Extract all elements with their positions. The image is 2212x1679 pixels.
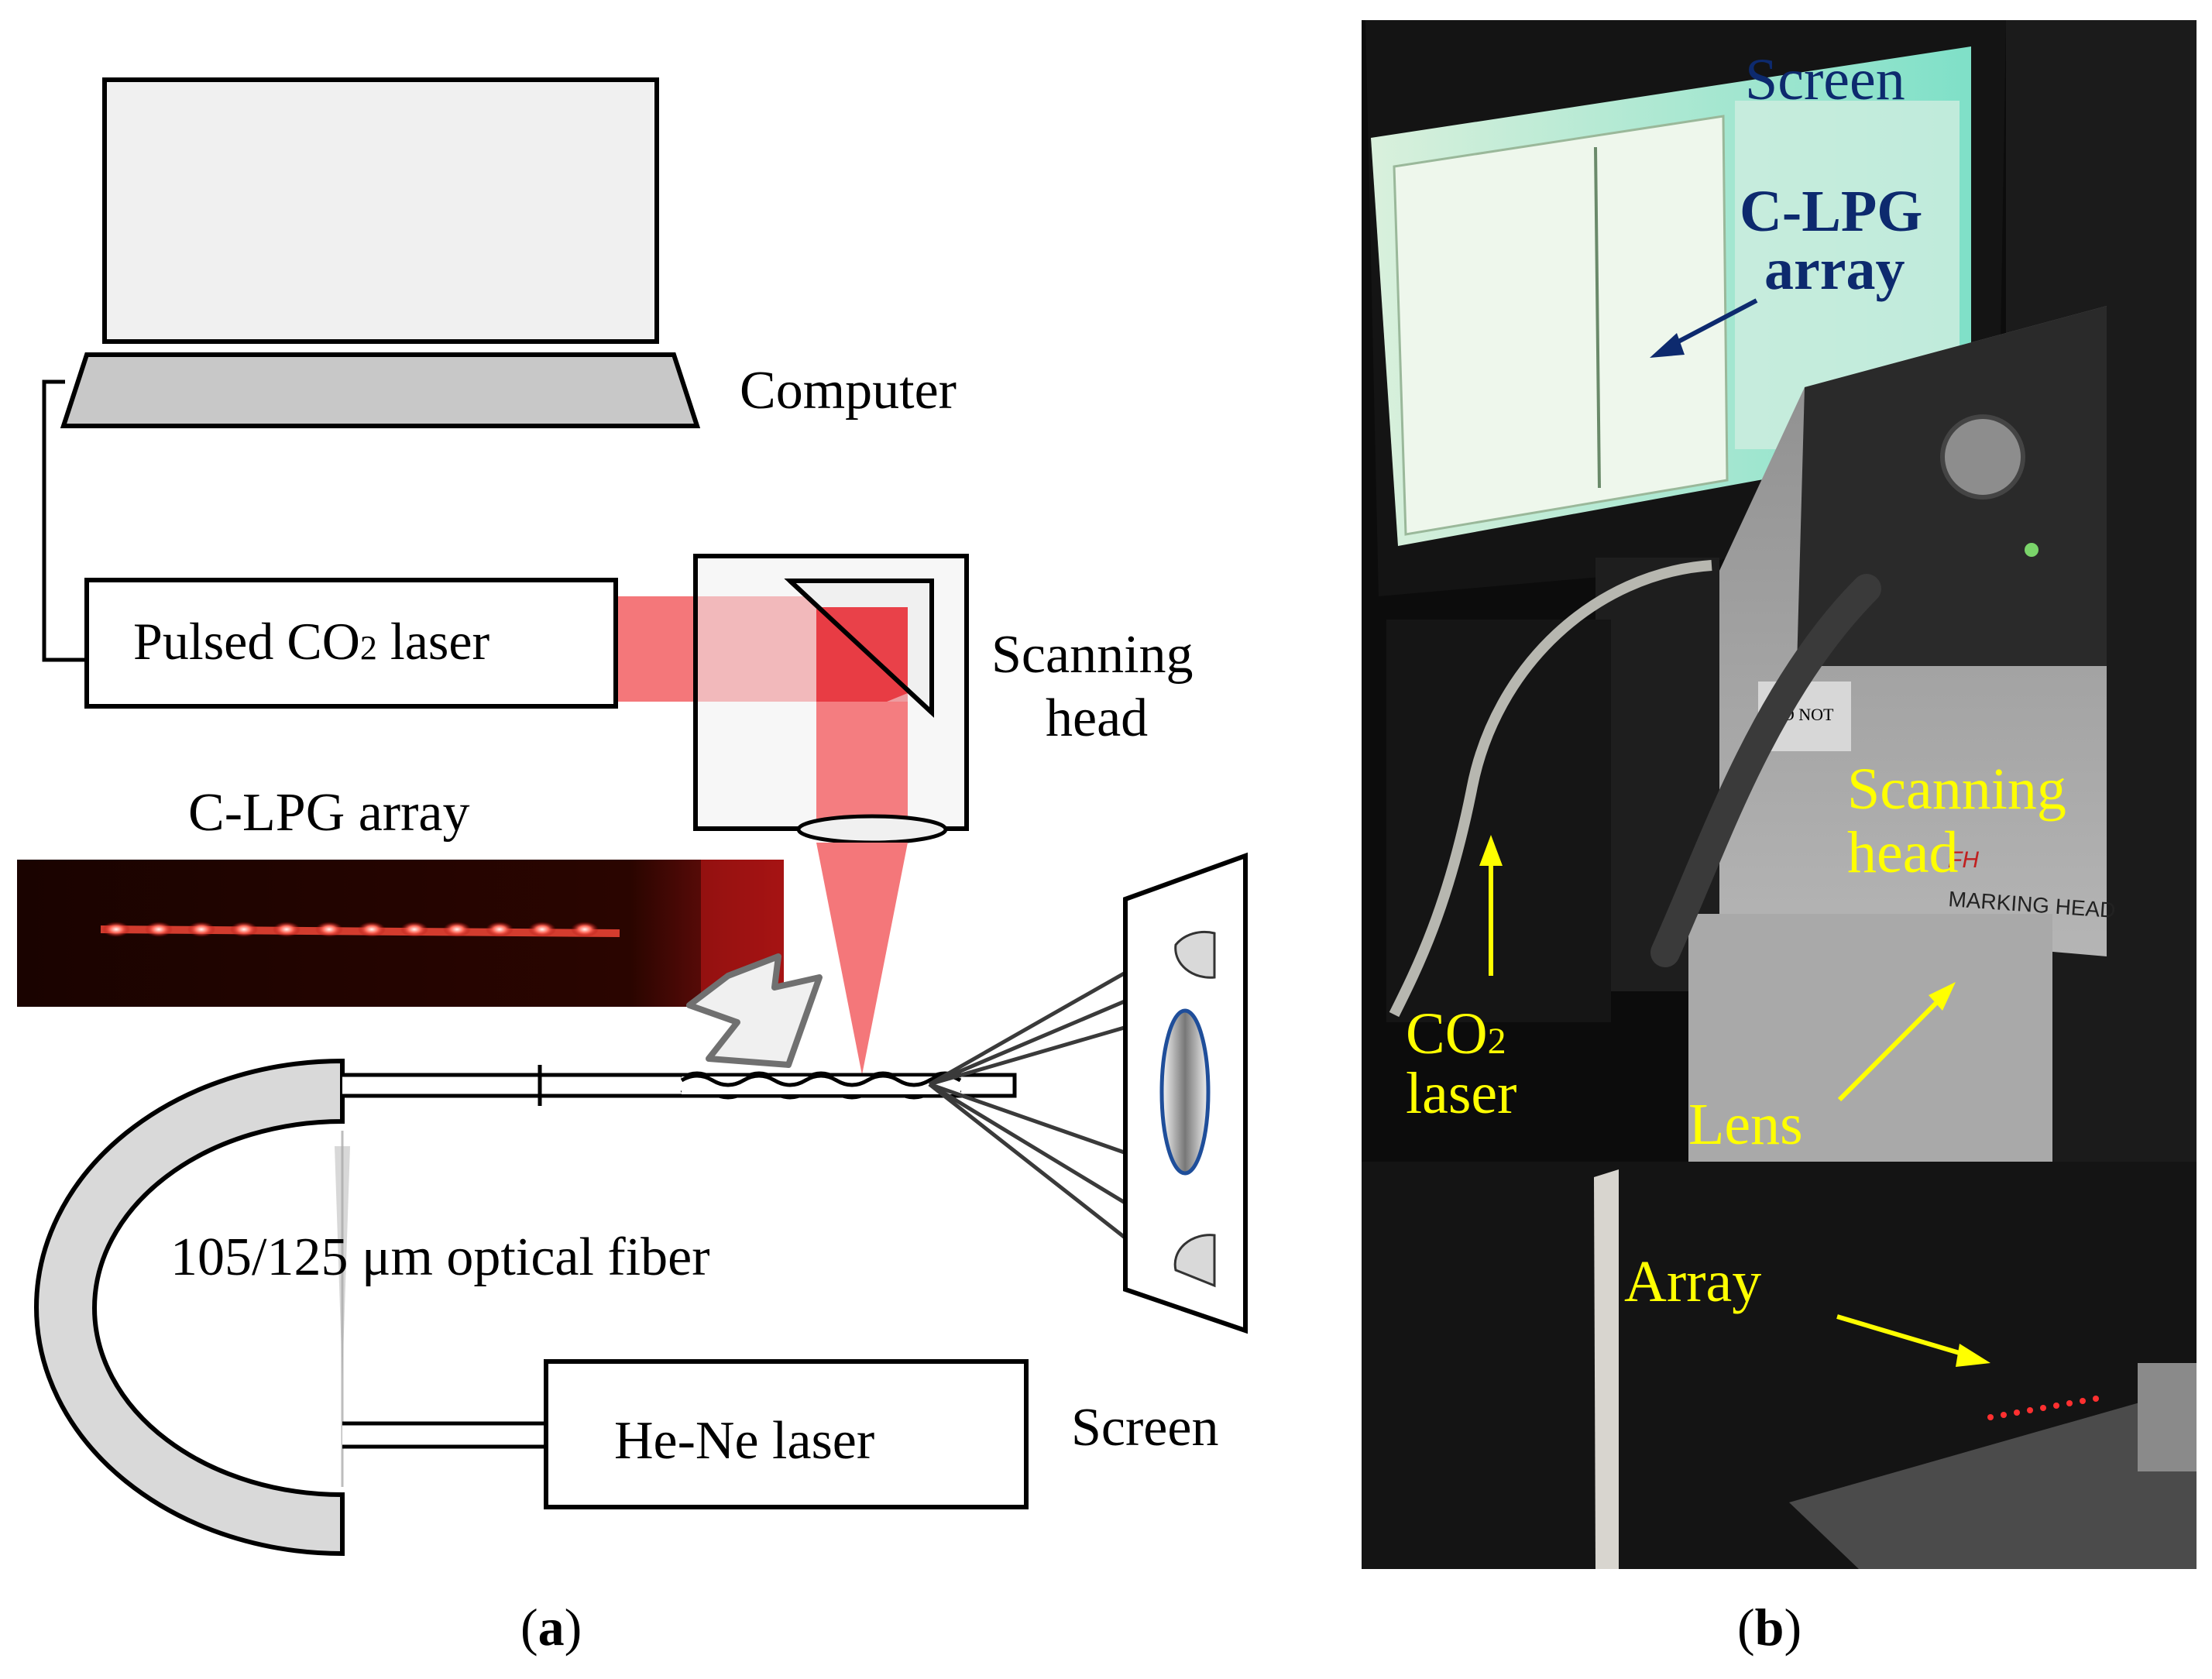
fiber-coating-bend [34, 1058, 345, 1557]
caption-b: (b) [1737, 1598, 1802, 1657]
device-metal-lower [1688, 914, 2052, 1169]
co2-laser-label: Pulsed CO2 laser [133, 612, 490, 671]
fiber-bottom-straight [342, 1421, 548, 1449]
array-mount [2138, 1363, 2197, 1471]
photo-array-arrow [1836, 1314, 1968, 1358]
mirror-line [788, 579, 934, 715]
array-spot [2014, 1409, 2020, 1416]
panel-b: DO NOT FH MARKING HEAD Screen C-LPG arra… [1362, 20, 2197, 1657]
fiber-gap-cover [682, 1076, 960, 1094]
focusing-lens [796, 814, 948, 845]
grating-spot [145, 922, 173, 937]
photo-co2-label-line1: CO2 [1406, 1001, 1506, 1066]
laptop-base [60, 352, 701, 428]
photo-clpg-label-line2: array [1764, 237, 1905, 302]
photo-co2-arrowhead [1479, 835, 1503, 866]
optical-fiber [34, 1058, 1017, 1557]
photo-array-label: Array [1624, 1249, 1761, 1314]
array-glow-spots [1987, 1396, 2099, 1420]
photo-clpg-arrowhead [1650, 333, 1685, 358]
laptop-screen [102, 77, 659, 344]
focused-beam-cone [816, 843, 908, 1075]
grating-spot [486, 922, 514, 937]
grating-spot [571, 922, 599, 937]
array-spot [2053, 1403, 2059, 1409]
photo-clpg-arrow [1664, 298, 1758, 351]
screen-spot-top [1174, 930, 1216, 979]
clpg-array-label: C-LPG array [188, 783, 470, 843]
panel-a: Computer Pulsed CO2 laser Scanning head … [17, 77, 1248, 1657]
scanning-head-label-line2: head [1046, 688, 1148, 748]
array-spot [2080, 1398, 2086, 1404]
fiber-grating-wave [680, 1073, 962, 1087]
device-connector [1940, 414, 2025, 500]
grating-spot [187, 922, 215, 937]
photo-screen-label: Screen [1745, 47, 1905, 112]
grating-spot [230, 922, 258, 937]
monitor-plot-trace [1594, 146, 1601, 489]
computer-icon [60, 77, 701, 428]
grating-glow-spots [102, 922, 599, 937]
photo-scanning-label-line2: head [1847, 820, 1958, 885]
usb-cable [1389, 560, 1712, 1018]
array-stage [1789, 1386, 2197, 1569]
hene-laser-label: He-Ne laser [614, 1411, 874, 1471]
photo-array-arrowhead [1956, 1344, 1990, 1367]
array-spot [2027, 1407, 2033, 1413]
co2-beam-inside-head [816, 702, 908, 829]
fiber-label: 105/125 μm optical fiber [170, 1227, 710, 1287]
array-pointer-arrow [686, 953, 823, 1068]
monitor-plot-pane [1393, 115, 1729, 536]
dark-cable [1650, 574, 1881, 967]
grating-spot [315, 922, 343, 937]
grating-spot [443, 922, 471, 937]
array-spot [2040, 1405, 2046, 1411]
control-cable [42, 379, 87, 662]
hene-laser-box [544, 1359, 1029, 1509]
array-spot [1987, 1414, 1994, 1420]
array-spot [2001, 1412, 2007, 1418]
grating-spot [528, 922, 556, 937]
clpg-array-photo [17, 860, 784, 1007]
screen-spot-bottom [1173, 1234, 1216, 1288]
co2-laser-box [84, 578, 618, 709]
grating-spot [102, 922, 130, 937]
grating-spot [358, 922, 386, 937]
fiber-shade [335, 1146, 350, 1379]
photo-lens-arrow [1837, 997, 1942, 1102]
stand-bracket [1594, 1169, 1619, 1569]
computer-label: Computer [740, 361, 957, 421]
photo-lens-label: Lens [1688, 1092, 1803, 1157]
screen-label: Screen [1071, 1398, 1218, 1458]
screen-spot-center [1159, 1008, 1211, 1176]
grating-spot [400, 922, 428, 937]
photo-clpg-label-line1: C-LPG [1740, 179, 1922, 244]
photo-scanning-label-line1: Scanning [1847, 757, 2066, 822]
device-led [2025, 543, 2039, 557]
setup-photo: DO NOT FH MARKING HEAD [1362, 20, 2197, 1569]
mirror-beam-reflection [816, 607, 908, 702]
photo-co2-label-line2: laser [1406, 1061, 1516, 1126]
array-spot [2066, 1400, 2073, 1406]
array-spot [2093, 1396, 2099, 1402]
device-brand: FH [1948, 847, 1979, 873]
grating-spot [273, 922, 301, 937]
caption-a: (a) [520, 1598, 582, 1657]
photo-lens-arrowhead [1929, 982, 1956, 1011]
scanning-head-label-line1: Scanning [991, 625, 1194, 685]
